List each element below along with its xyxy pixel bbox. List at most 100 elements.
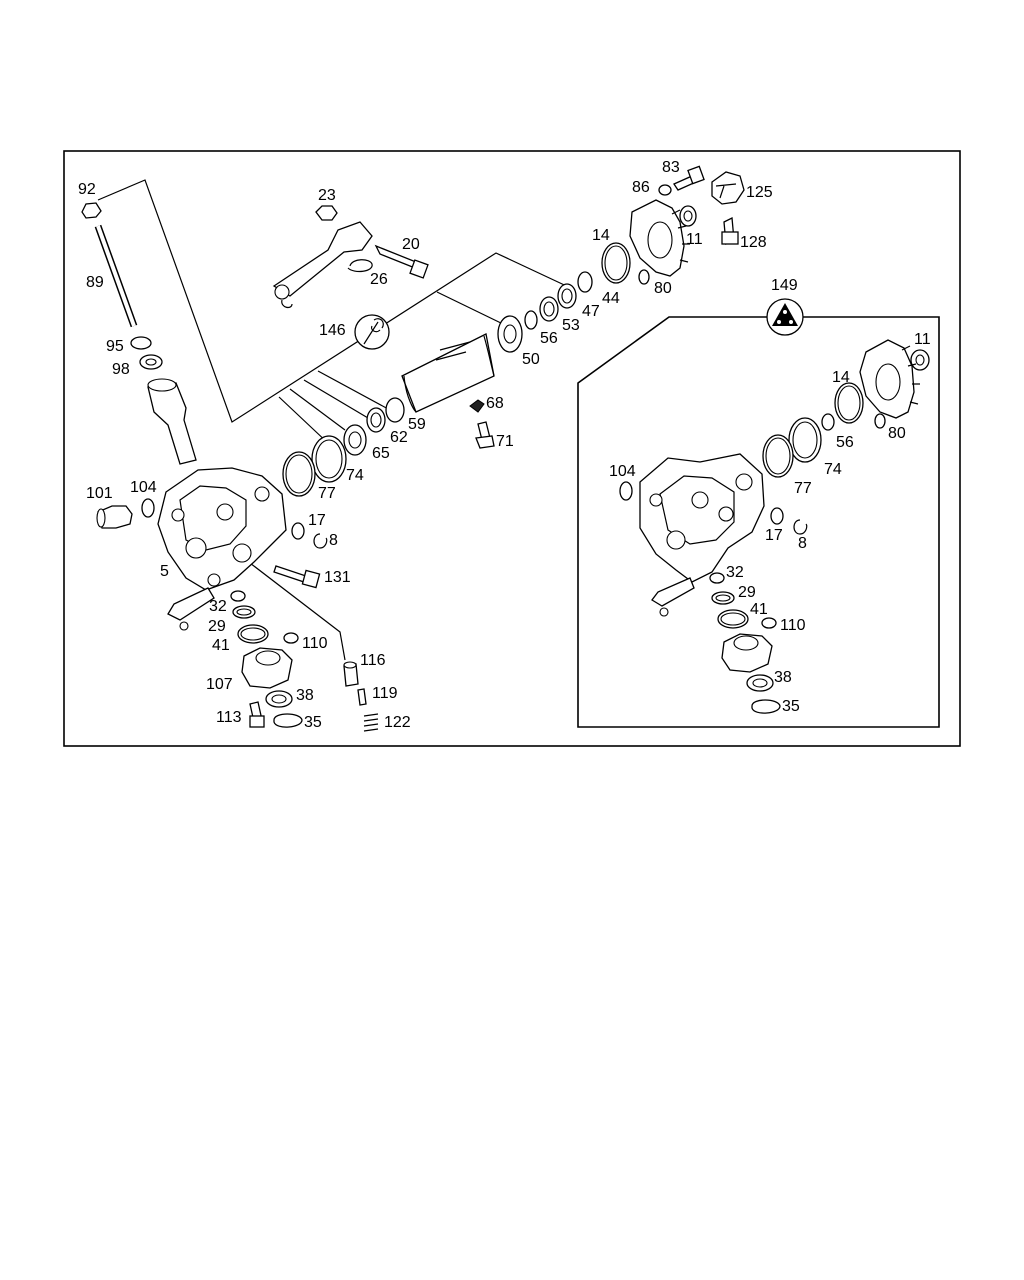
inset-cover-bore (875, 363, 901, 401)
inset-label-29: 29 (738, 584, 756, 601)
leader-line-valve-group (249, 562, 346, 661)
label-38: 38 (296, 687, 314, 704)
part-17-ring (291, 522, 305, 540)
inset-label-14: 14 (832, 369, 850, 386)
label-146: 146 (319, 322, 346, 339)
label-104: 104 (130, 479, 157, 496)
part-35-spring-ring (273, 713, 303, 728)
label-11: 11 (686, 231, 703, 248)
label-116: 116 (360, 652, 386, 669)
inset-label-11: 11 (914, 331, 931, 348)
part-44-ring (577, 271, 593, 293)
label-101: 101 (86, 485, 113, 502)
label-29: 29 (208, 618, 226, 635)
part-104-washer (141, 498, 155, 518)
label-110: 110 (302, 635, 328, 652)
part-50-cylinder (401, 333, 495, 413)
part-62-seal-inner (370, 412, 382, 428)
label-125: 125 (746, 184, 773, 201)
label-131: 131 (324, 569, 351, 586)
label-26: 26 (370, 271, 388, 288)
drop-arm-ball-stud (281, 299, 293, 309)
part-98-nut-hole (145, 358, 157, 366)
label-35: 35 (304, 714, 322, 731)
inset-pitman-ball (659, 607, 669, 617)
label-32: 32 (209, 598, 227, 615)
part-83-bolt-head (687, 165, 705, 185)
label-71: 71 (496, 433, 514, 450)
label-128: 128 (740, 234, 767, 251)
part-77-o-ring-inner (285, 454, 313, 494)
inset-part-104-washer (619, 481, 633, 501)
label-83: 83 (662, 159, 680, 176)
inset-label-32: 32 (726, 564, 744, 581)
inset-frame (577, 316, 940, 728)
part-38-seal-inner (271, 694, 287, 704)
label-68: 68 (486, 395, 504, 412)
leader-line (278, 396, 331, 446)
inset-part-29-seal-inner (715, 594, 731, 602)
label-80: 80 (654, 280, 672, 297)
inset-label-35: 35 (782, 698, 800, 715)
part-116-sleeve-top (343, 661, 357, 669)
inset-part-17-ring (770, 507, 784, 525)
part-80-ring (638, 269, 650, 285)
label-20: 20 (402, 236, 420, 253)
part-59-ring (385, 397, 405, 423)
leader-line-left-group (97, 179, 576, 423)
housing-boss (207, 573, 221, 587)
inset-valve-bore (733, 635, 759, 651)
cylinder-slot (435, 341, 471, 361)
part-125-cap (711, 171, 745, 205)
inset-label-74: 74 (824, 461, 842, 478)
inset-part-8-circlip (793, 519, 808, 535)
housing-boss (185, 537, 207, 559)
part-74-seal-ring-inner (315, 439, 343, 479)
inset-label-77: 77 (794, 480, 812, 497)
part-110-ring (283, 632, 299, 644)
part-53-bearing-inner (543, 301, 555, 317)
triangle-symbol-icon (766, 298, 804, 336)
inset-label-110: 110 (780, 617, 806, 634)
part-119-pin (357, 688, 367, 706)
cylinder-line (403, 335, 495, 413)
part-131-bolt (273, 565, 307, 583)
housing-boss (171, 508, 185, 522)
part-47-bearing-inner (561, 288, 573, 304)
inset-part-11-washer-hole (915, 354, 925, 366)
part-8-circlip (313, 533, 328, 549)
housing-boss (216, 503, 234, 521)
housing-pitman-arm (167, 587, 215, 621)
part-32-ring (230, 590, 246, 602)
part-26-lock-washer (347, 259, 373, 273)
leader-line (436, 291, 506, 326)
label-89: 89 (86, 274, 104, 291)
diagram-frame (63, 150, 961, 747)
part-71-bolt-head (475, 435, 495, 449)
housing-boss (254, 486, 270, 502)
leader-line (289, 388, 346, 431)
inset-part-35-spring-ring (751, 699, 781, 714)
part-107-valve-bore (255, 650, 281, 666)
label-8: 8 (329, 532, 338, 549)
label-44: 44 (602, 290, 620, 307)
label-86: 86 (632, 179, 650, 196)
label-107: 107 (206, 676, 233, 693)
part-5-housing (157, 467, 287, 591)
cover-ribs (671, 209, 690, 263)
part-128-screw-head (721, 231, 739, 245)
label-149: 149 (771, 277, 798, 294)
part-131-bolt-head (301, 569, 321, 589)
part-41-o-ring-inner (240, 627, 266, 641)
leader-line (303, 379, 369, 419)
part-sleeve (147, 382, 197, 465)
label-17: 17 (308, 512, 326, 529)
inset-label-41: 41 (750, 601, 768, 618)
label-122: 122 (384, 714, 411, 731)
leader-line (317, 370, 391, 411)
inset-part-38-seal-inner (752, 678, 768, 688)
label-119: 119 (372, 685, 398, 702)
part-89-bolt-core (96, 225, 136, 327)
label-14: 14 (592, 227, 610, 244)
label-65: 65 (372, 445, 390, 462)
